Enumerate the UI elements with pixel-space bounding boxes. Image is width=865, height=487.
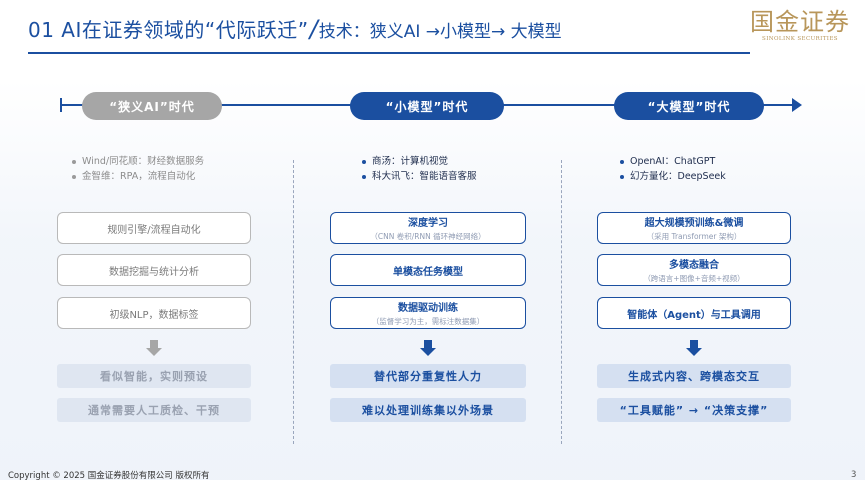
example-item: 科大讯飞：智能语音客服 [362,169,477,184]
outcome-bar: 难以处理训练集以外场景 [330,398,526,422]
slide-title: 01 AI在证券领域的“代际跃迁” / 技术：狭义AI →小模型→ 大模型 [28,14,562,43]
capability-box: 超大规模预训练&微调 （采用 Transformer 架构） [597,212,791,244]
bullet-icon [362,174,366,179]
capability-box-subtitle: （跨语言+图像+音频+视频） [643,274,745,283]
capability-box-subtitle: （CNN 卷积/RNN 循环神经网络） [370,232,486,241]
column-divider [561,160,562,444]
outcome-bar: 生成式内容、跨模态交互 [597,364,791,388]
copyright-footer: Copyright © 2025 国金证券股份有限公司 版权所有 [8,471,210,481]
capability-box: 单模态任务模型 [330,254,526,286]
capability-box: 智能体（Agent）与工具调用 [597,297,791,329]
bullet-icon [620,174,624,179]
era-examples: OpenAI：ChatGPT 幻方量化：DeepSeek [620,154,726,184]
capability-box: 初级NLP，数据标签 [57,297,251,329]
example-item: 金智维：RPA，流程自动化 [72,169,204,184]
outcome-bar: “工具赋能” → “决策支撑” [597,398,791,422]
page-number: 3 [851,470,857,480]
capability-box: 多模态融合 （跨语言+图像+音频+视频） [597,254,791,286]
example-item: 商汤：计算机视觉 [362,154,477,169]
example-item: OpenAI：ChatGPT [620,154,726,169]
era-label-narrow-ai: “狭义AI”时代 [82,92,222,120]
example-item: Wind/同花顺：财经数据服务 [72,154,204,169]
outcome-bar: 看似智能，实则预设 [57,364,251,388]
down-arrow-icon [686,340,702,358]
bullet-icon [72,159,76,164]
bullet-icon [620,159,624,164]
logo-name-cn: 国金证券 [750,8,850,36]
down-arrow-icon [420,340,436,358]
capability-box: 深度学习 （CNN 卷积/RNN 循环神经网络） [330,212,526,244]
title-main: 01 AI在证券领域的“代际跃迁” [28,18,309,42]
outcome-bar: 通常需要人工质检、干预 [57,398,251,422]
example-item: 幻方量化：DeepSeek [620,169,726,184]
timeline-arrow-icon [792,98,802,112]
era-examples: Wind/同花顺：财经数据服务 金智维：RPA，流程自动化 [72,154,204,184]
capability-box: 数据驱动训练 （监督学习为主，需标注数据集） [330,297,526,329]
bullet-icon [72,174,76,179]
title-underline [28,52,750,54]
capability-box-subtitle: （监督学习为主，需标注数据集） [371,317,485,326]
era-label-small-model: “小模型”时代 [350,92,504,120]
logo-name-en: SINOLINK SECURITIES [762,36,838,42]
company-logo: 国金证券 SINOLINK SECURITIES [748,8,852,52]
title-slash: / [309,15,318,43]
capability-box: 规则引擎/流程自动化 [57,212,251,244]
column-divider [293,160,294,444]
outcome-bar: 替代部分重复性人力 [330,364,526,388]
down-arrow-icon [146,340,162,358]
capability-box: 数据挖掘与统计分析 [57,254,251,286]
era-label-large-model: “大模型”时代 [614,92,764,120]
title-subtitle: 技术：狭义AI →小模型→ 大模型 [318,22,562,42]
capability-box-subtitle: （采用 Transformer 架构） [646,232,742,241]
era-examples: 商汤：计算机视觉 科大讯飞：智能语音客服 [362,154,477,184]
bullet-icon [362,159,366,164]
